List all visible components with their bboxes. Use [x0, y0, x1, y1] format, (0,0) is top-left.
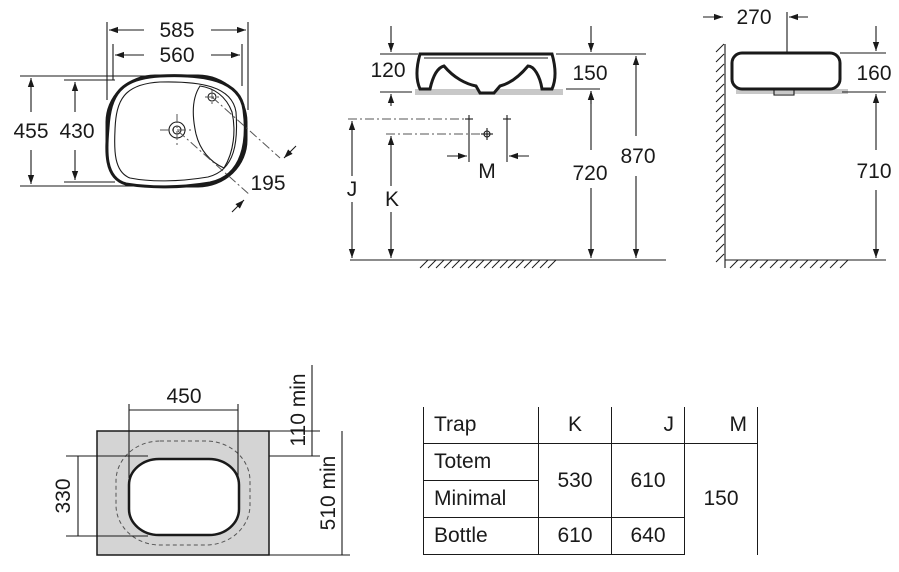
- dim-k: K: [385, 188, 399, 211]
- j-value: 640: [611, 517, 685, 555]
- trap-name: Bottle: [423, 517, 539, 555]
- basin-inner-shape: [114, 81, 238, 182]
- table-row: Bottle 610 640: [423, 517, 758, 555]
- dim-455: 455: [13, 120, 48, 143]
- basin-footprint: [115, 440, 251, 546]
- dim-720: 720: [572, 162, 607, 185]
- floor-hatch-front: [418, 259, 557, 269]
- wall-hatch: [715, 43, 725, 263]
- trap-name: Minimal: [423, 480, 539, 518]
- trap-name: Totem: [423, 443, 539, 481]
- table-header-row: Trap K J M: [423, 407, 758, 444]
- table-row: Totem 530 610 150: [423, 443, 758, 555]
- header-k: K: [538, 407, 612, 444]
- cutout-view: 450 330 110 min 510 min: [52, 365, 350, 556]
- cutout-hole: [127, 457, 241, 537]
- basin-side: [730, 51, 842, 91]
- front-view: 120 150 870 720: [347, 26, 666, 269]
- table-row: Minimal: [423, 480, 758, 518]
- header-j: J: [611, 407, 685, 444]
- counter-side: [736, 89, 848, 94]
- floor-hatch-side: [729, 259, 849, 269]
- dim-270: 270: [736, 6, 771, 29]
- basin-front: [415, 52, 557, 95]
- dim-m: M: [478, 160, 496, 183]
- dim-330: 330: [52, 478, 75, 513]
- dim-560: 560: [159, 44, 194, 67]
- m-value: 150: [684, 443, 758, 555]
- dim-160: 160: [856, 62, 891, 85]
- k-value: 610: [538, 517, 612, 555]
- dim-j: J: [347, 178, 358, 201]
- j-value: 610: [611, 443, 685, 518]
- header-m: M: [684, 407, 758, 444]
- header-trap: Trap: [423, 407, 539, 444]
- dim-430: 430: [59, 120, 94, 143]
- side-view: 270 160 710: [703, 6, 892, 269]
- dim-110-min: 110 min: [287, 373, 310, 446]
- top-view: 585 560 455 430 195: [13, 19, 297, 213]
- dim-585: 585: [159, 19, 194, 42]
- dim-120: 120: [370, 59, 405, 82]
- dim-150: 150: [572, 62, 607, 85]
- trap-table: Trap K J M Totem 530 610 150 Minimal Bot…: [423, 407, 758, 555]
- dim-195: 195: [250, 172, 285, 195]
- dim-510-min: 510 min: [317, 456, 340, 531]
- dim-710: 710: [856, 160, 891, 183]
- k-value: 530: [538, 443, 612, 518]
- dim-870: 870: [620, 145, 655, 168]
- tap-deck: [192, 85, 235, 169]
- dim-450: 450: [166, 385, 201, 408]
